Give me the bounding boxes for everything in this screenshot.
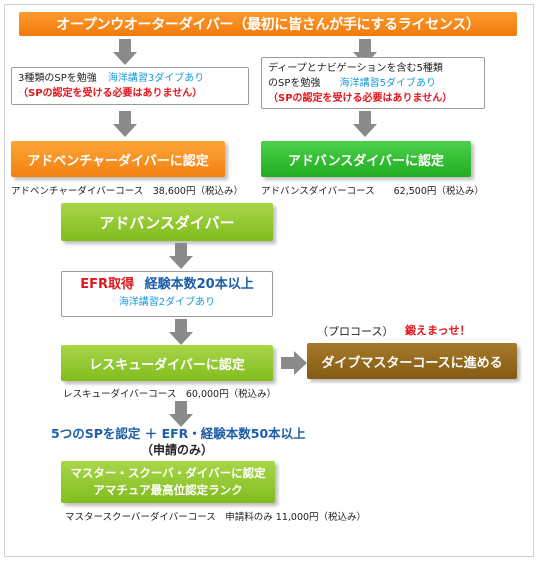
advanced-diver-title: アドバンスダイバー [99, 213, 235, 232]
divemaster-course-title: ダイブマスターコースに進める [321, 355, 503, 371]
arrow-down-icon [169, 319, 193, 345]
pro-course-label: （プロコース） [317, 325, 394, 338]
master-scuba-subtitle: アマチュア最高位認定ランク [93, 483, 243, 497]
master-scuba-diver-box: マスター・スクーバ・ダイバーに認定 アマチュア最高位認定ランク [61, 461, 275, 503]
adventure-course-price: アドベンチャーダイバーコース 38,600円（税込み） [11, 186, 243, 197]
rescue-diver-title: レスキューダイバーに認定 [89, 357, 245, 373]
right-requirement-box: ディープとナビゲーションを含む5種類 のSPを勉強 海洋講習5ダイブあり （SP… [261, 57, 485, 109]
left-sea-dives: 海洋講習3ダイブあり [107, 73, 205, 84]
master-scuba-title: マスター・スクーバ・ダイバーに認定 [70, 466, 266, 480]
efr-requirement-box: EFR取得 経験本数20本以上 海洋講習2ダイブあり [61, 271, 273, 317]
right-sp-study: ディープとナビゲーションを含む5種類 [268, 63, 443, 74]
advanced-diver-cert-title: アドバンスダイバーに認定 [287, 153, 445, 169]
open-water-header: オープンウオーターダイバー（最初に皆さんが手にするライセンス） [19, 12, 517, 36]
adventure-diver-box: アドベンチャーダイバーに認定 [11, 141, 225, 177]
pro-slogan: 鍛えまっせ！ [405, 324, 471, 337]
left-requirement-box: 3種類のSPを勉強 海洋講習3ダイブあり （SPの認定を受ける必要はありません） [11, 67, 249, 105]
rescue-course-price: レスキューダイバーコース 60,000円（税込み） [63, 389, 277, 400]
efr-sea-dives: 海洋講習2ダイブあり [118, 297, 216, 308]
arrow-down-icon [169, 401, 193, 427]
arrow-right-icon [281, 351, 307, 375]
diagram-frame: オープンウオーターダイバー（最初に皆さんが手にするライセンス） 3種類のSPを勉… [4, 4, 534, 557]
arrow-down-icon [113, 111, 137, 137]
dives-20-label: 経験本数20本以上 [144, 277, 254, 292]
master-application-only: （申請のみ） [141, 443, 214, 457]
rescue-diver-box: レスキューダイバーに認定 [61, 345, 273, 381]
left-sp-study: 3種類のSPを勉強 [18, 73, 97, 84]
divemaster-course-box: ダイブマスターコースに進める [307, 343, 517, 379]
advanced-course-price: アドバンスダイバーコース 62,500円（税込み） [261, 186, 484, 197]
advanced-diver-cert-box: アドバンスダイバーに認定 [261, 141, 471, 177]
header-title: オープンウオーターダイバー（最初に皆さんが手にするライセンス） [56, 17, 480, 33]
adventure-diver-title: アドベンチャーダイバーに認定 [27, 153, 209, 169]
arrow-down-icon [113, 39, 137, 65]
advanced-diver-box: アドバンスダイバー [61, 203, 273, 241]
left-note: （SPの認定を受ける必要はありません） [18, 88, 203, 99]
efr-label: EFR取得 [80, 277, 135, 292]
right-sp-study-2: のSPを勉強 [268, 78, 321, 89]
master-course-price: マスタースクーバーダイバーコース 申請料のみ 11,000円（税込み） [65, 512, 367, 523]
right-sea-dives: 海洋講習5ダイブあり [339, 78, 436, 89]
master-requirement-line: 5つのSPを認定 ＋ EFR・経験本数50本以上 [51, 426, 306, 441]
arrow-down-icon [169, 243, 193, 269]
right-note: （SPの認定を受ける必要はありません） [268, 93, 453, 104]
arrow-down-icon [353, 111, 377, 137]
